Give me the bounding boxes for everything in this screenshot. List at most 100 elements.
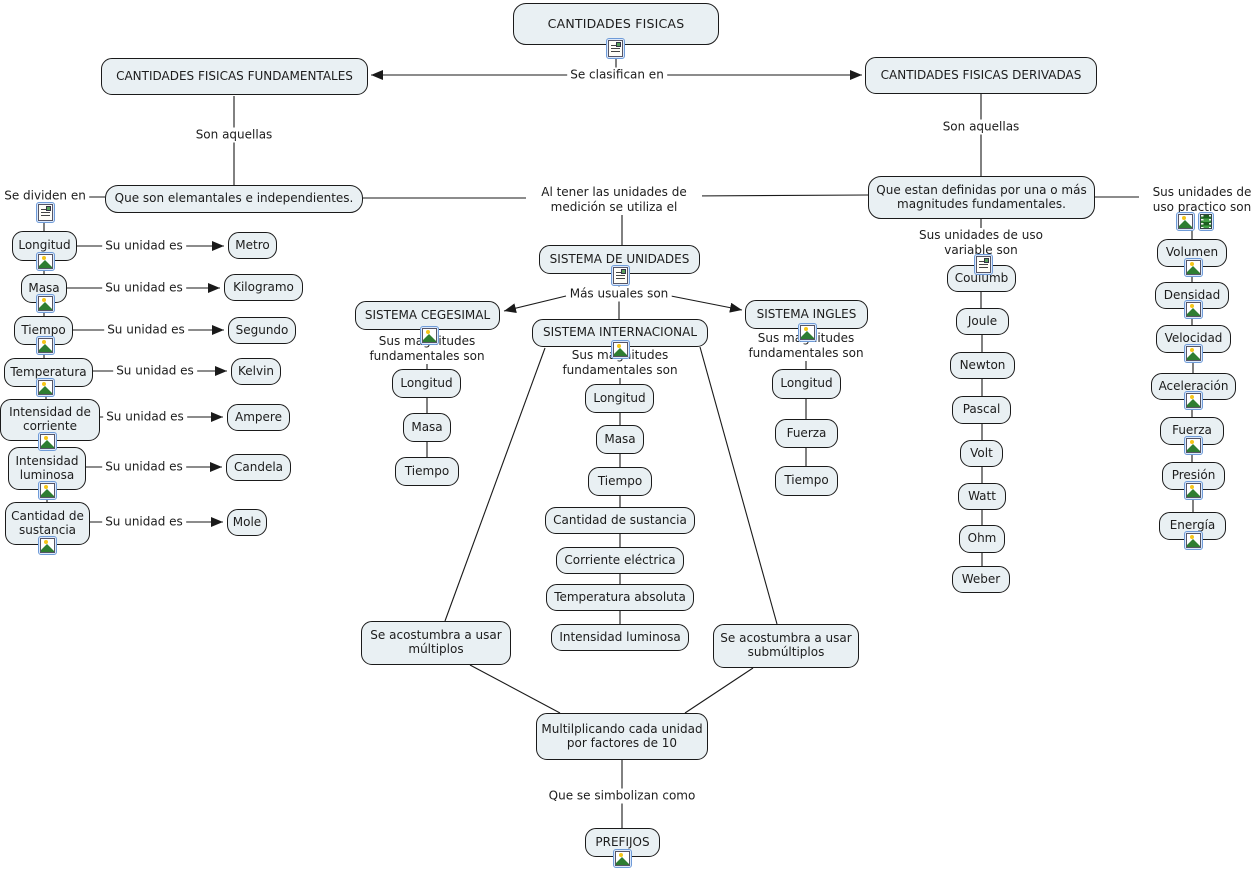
image-icon-glyph	[38, 254, 53, 269]
link-unidades-uso-variable[interactable]: Sus unidades de uso variable son	[915, 228, 1047, 258]
concept-weber[interactable]: Weber	[952, 566, 1010, 593]
image-icon[interactable]	[36, 336, 55, 355]
link-al-tener-unidades[interactable]: Al tener las unidades de medición se uti…	[526, 185, 702, 215]
image-icon[interactable]	[38, 481, 57, 500]
image-icon-glyph	[38, 380, 53, 395]
concept-ceg-longitud[interactable]: Longitud	[392, 369, 461, 398]
image-icon-glyph	[1186, 260, 1201, 275]
concept-ohm[interactable]: Ohm	[959, 525, 1005, 553]
concept-pascal[interactable]: Pascal	[952, 396, 1011, 424]
image-icon[interactable]	[36, 294, 55, 313]
concept-int-cantidad-sustancia[interactable]: Cantidad de sustancia	[545, 507, 695, 534]
concept-definicion-fundamentales[interactable]: Que son elemantales e independientes.	[105, 185, 363, 213]
document-icon[interactable]	[974, 254, 993, 275]
link-son-aquellas-derivada[interactable]: Son aquellas	[939, 119, 1023, 135]
concept-int-corriente-electrica[interactable]: Corriente eléctrica	[556, 547, 684, 574]
image-icon-glyph	[1186, 438, 1201, 453]
film-icon[interactable]	[1198, 212, 1214, 231]
link-su-unidad-es[interactable]: Su unidad es	[102, 514, 186, 530]
concept-ing-tiempo[interactable]: Tiempo	[775, 466, 838, 496]
link-unidades-uso-practico[interactable]: Sus unidades de uso practico son	[1139, 185, 1254, 215]
link-su-unidad-es[interactable]: Su unidad es	[102, 238, 186, 254]
image-icon-glyph	[1178, 214, 1193, 229]
concept-usar-submultiplos[interactable]: Se acostumbra a usar submúltiplos	[713, 624, 859, 668]
document-icon-glyph	[608, 40, 623, 57]
concept-sistema-cegesimal[interactable]: SISTEMA CEGESIMAL	[355, 301, 500, 330]
concept-watt[interactable]: Watt	[958, 483, 1006, 510]
concept-int-longitud[interactable]: Longitud	[585, 384, 654, 413]
document-icon[interactable]	[606, 38, 625, 59]
document-icon-glyph	[976, 256, 991, 273]
concept-metro[interactable]: Metro	[228, 232, 277, 259]
link-su-unidad-es[interactable]: Su unidad es	[113, 363, 197, 379]
concept-newton[interactable]: Newton	[950, 352, 1015, 379]
image-icon[interactable]	[1184, 300, 1203, 319]
concept-fundamentales[interactable]: CANTIDADES FISICAS FUNDAMENTALES	[101, 58, 368, 95]
concept-volt[interactable]: Volt	[960, 440, 1003, 467]
image-icon[interactable]	[1184, 391, 1203, 410]
concept-int-intensidad-luminosa[interactable]: Intensidad luminosa	[551, 624, 689, 651]
document-icon-glyph	[38, 204, 53, 221]
concept-sistema-internacional[interactable]: SISTEMA INTERNACIONAL	[532, 319, 708, 347]
concept-joule[interactable]: Joule	[956, 308, 1009, 335]
concept-int-temperatura-absoluta[interactable]: Temperatura absoluta	[546, 584, 694, 611]
image-icon[interactable]	[611, 340, 630, 359]
concept-segundo[interactable]: Segundo	[228, 317, 296, 344]
document-icon[interactable]	[36, 202, 55, 223]
concept-usar-multiplos[interactable]: Se acostumbra a usar múltiplos	[361, 621, 511, 665]
image-icon[interactable]	[1184, 258, 1203, 277]
concept-volumen[interactable]: Volumen	[1157, 239, 1227, 267]
link-mas-usuales-son[interactable]: Más usuales son	[566, 286, 672, 302]
concept-definicion-derivadas[interactable]: Que estan definidas por una o más magnit…	[868, 176, 1095, 219]
concept-ampere[interactable]: Ampere	[227, 404, 290, 431]
document-icon[interactable]	[611, 265, 630, 286]
concept-cantidad-sustancia[interactable]: Cantidad de sustancia	[5, 502, 90, 545]
image-icon[interactable]	[1184, 481, 1203, 500]
image-icon-glyph	[40, 483, 55, 498]
link-su-unidad-es[interactable]: Su unidad es	[104, 322, 188, 338]
image-icon[interactable]	[420, 326, 439, 345]
concept-int-tiempo[interactable]: Tiempo	[588, 467, 652, 496]
concept-kelvin[interactable]: Kelvin	[231, 358, 281, 385]
concept-candela[interactable]: Candela	[226, 454, 291, 481]
link-su-unidad-es[interactable]: Su unidad es	[103, 409, 187, 425]
link-su-unidad-es[interactable]: Su unidad es	[102, 280, 186, 296]
image-icon[interactable]	[36, 378, 55, 397]
concept-ceg-tiempo[interactable]: Tiempo	[395, 457, 459, 486]
link-su-unidad-es[interactable]: Su unidad es	[102, 459, 186, 475]
image-icon-glyph	[1186, 533, 1201, 548]
link-se-dividen-en[interactable]: Se dividen en	[1, 188, 89, 204]
link-son-aquellas-fundamental[interactable]: Son aquellas	[192, 127, 276, 143]
link-se-clasifican-en[interactable]: Se clasifican en	[567, 67, 667, 83]
concept-kilogramo[interactable]: Kilogramo	[224, 274, 303, 301]
concept-derivadas[interactable]: CANTIDADES FISICAS DERIVADAS	[865, 57, 1097, 94]
image-icon[interactable]	[1184, 344, 1203, 363]
image-icon-glyph	[1186, 346, 1201, 361]
image-icon-glyph	[38, 296, 53, 311]
concept-energia[interactable]: Energía	[1159, 512, 1226, 540]
image-icon-glyph	[1186, 483, 1201, 498]
image-icon-glyph	[40, 538, 55, 553]
concept-multiplicando-factores[interactable]: Multilplicando cada unidad por factores …	[536, 713, 708, 760]
link-sus-magnitudes-ingles[interactable]: Sus magnitudes fundamentales son	[738, 331, 874, 361]
image-icon[interactable]	[38, 432, 57, 451]
concept-ing-longitud[interactable]: Longitud	[772, 369, 841, 399]
link-que-se-simbolizan-como[interactable]: Que se simbolizan como	[545, 788, 699, 804]
image-icon[interactable]	[1176, 212, 1195, 231]
concept-prefijos[interactable]: PREFIJOS	[585, 828, 660, 857]
image-icon[interactable]	[798, 323, 817, 342]
concept-ing-fuerza[interactable]: Fuerza	[775, 419, 838, 448]
image-icon-glyph	[40, 434, 55, 449]
image-icon[interactable]	[36, 252, 55, 271]
image-icon[interactable]	[613, 849, 632, 868]
concept-int-masa[interactable]: Masa	[596, 425, 644, 454]
concept-fuerza-derivada[interactable]: Fuerza	[1160, 417, 1224, 445]
image-icon[interactable]	[1184, 531, 1203, 550]
image-icon[interactable]	[1184, 436, 1203, 455]
concept-intensidad-luminosa[interactable]: Intensidad luminosa	[8, 447, 86, 490]
concept-mole[interactable]: Mole	[227, 509, 267, 536]
image-icon-glyph	[38, 338, 53, 353]
film-icon-glyph	[1200, 214, 1212, 229]
image-icon[interactable]	[38, 536, 57, 555]
concept-ceg-masa[interactable]: Masa	[403, 413, 451, 442]
